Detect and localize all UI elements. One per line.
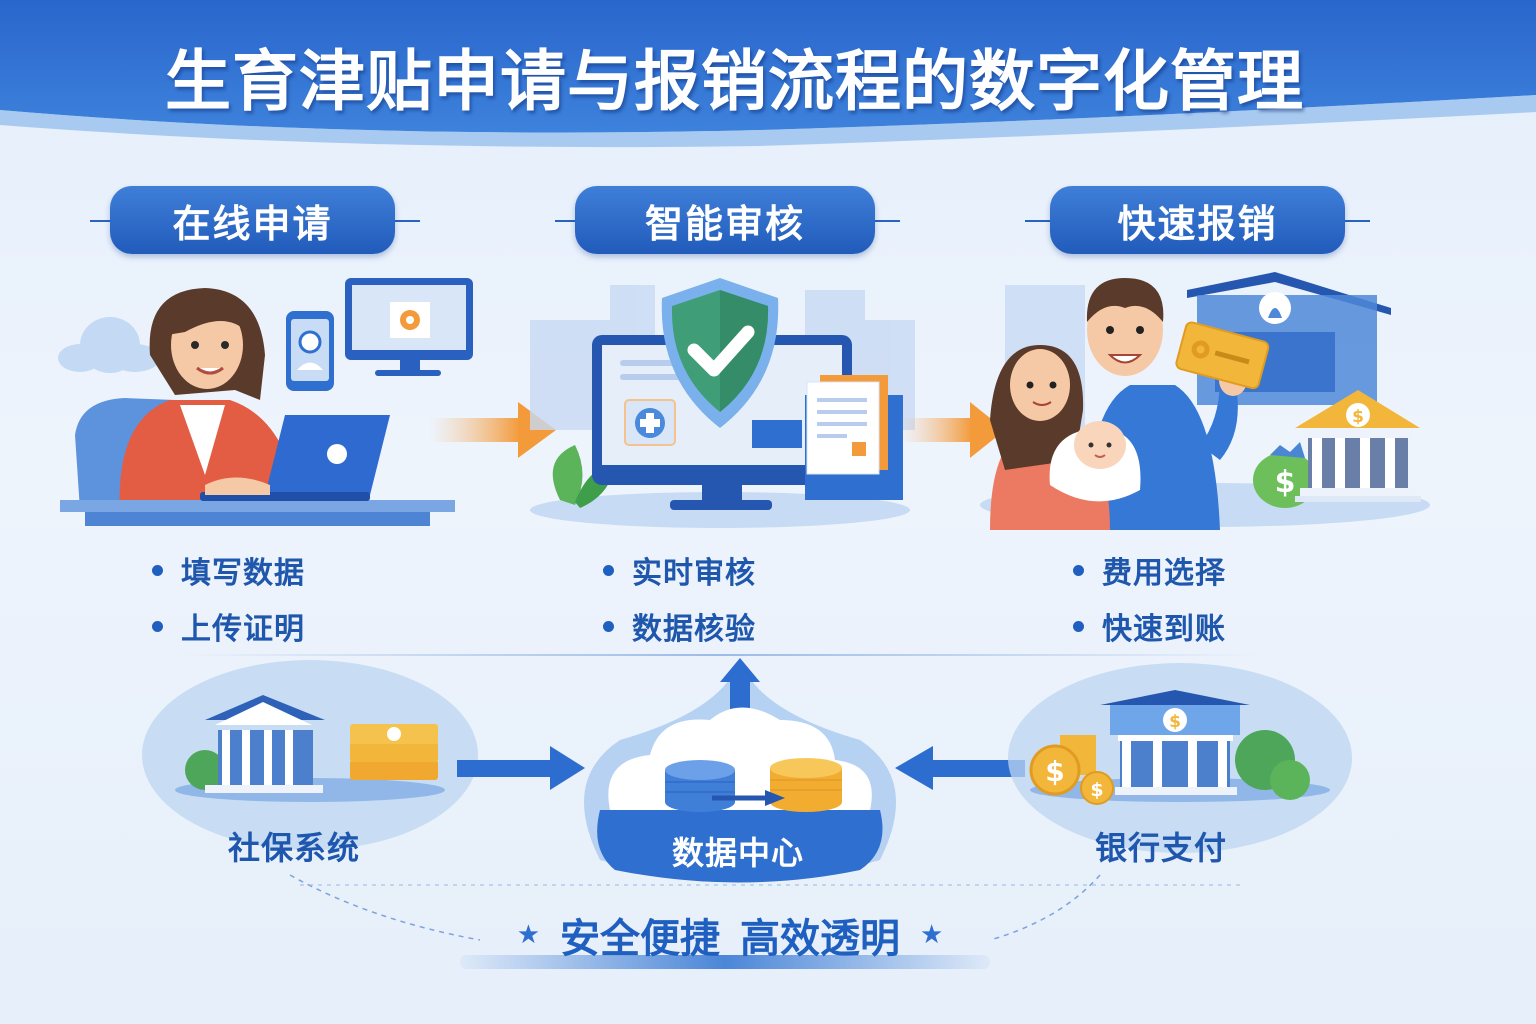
arrow-left-icon bbox=[895, 746, 1025, 790]
bullet-item: 填写数据 bbox=[152, 542, 305, 598]
svg-text:$: $ bbox=[1169, 712, 1181, 732]
svg-text:$: $ bbox=[1045, 755, 1064, 788]
svg-text:$: $ bbox=[1090, 779, 1103, 801]
bullet-item: 快速到账 bbox=[1073, 598, 1226, 654]
step-reimburse-bullets: 费用选择 快速到账 bbox=[1073, 542, 1226, 654]
bank-card-icon bbox=[1175, 321, 1270, 390]
step-label-apply: 在线申请 bbox=[110, 186, 395, 254]
phone-icon bbox=[286, 311, 334, 391]
tagline-right: 高效透明 bbox=[740, 916, 900, 962]
section-divider bbox=[175, 654, 1265, 656]
database-gold-icon bbox=[770, 758, 842, 812]
data-flow-diagram: $ $ $ bbox=[142, 658, 1352, 941]
page-title: 生育津贴申请与报销流程的数字化管理 bbox=[165, 43, 1304, 120]
bullet-item: 数据核验 bbox=[603, 598, 756, 654]
shield-check-monitor-illustration bbox=[530, 278, 915, 528]
node-label-data-center: 数据中心 bbox=[672, 834, 805, 872]
baby-icon bbox=[1049, 421, 1141, 502]
banner-background bbox=[0, 0, 1536, 148]
monitor-icon bbox=[345, 278, 473, 376]
coin-stack-icon bbox=[350, 724, 438, 780]
bullet-item: 实时审核 bbox=[603, 542, 756, 598]
cloud-icon bbox=[58, 317, 160, 373]
star-icon: ★ bbox=[920, 920, 944, 950]
arrow-right-icon bbox=[900, 402, 1005, 458]
bank-icon: $ bbox=[1295, 390, 1421, 502]
step-label-reimburse: 快速报销 bbox=[1050, 186, 1345, 254]
step-header-reimburse: 快速报销 bbox=[1025, 186, 1370, 256]
shield-check-icon bbox=[661, 278, 779, 428]
social-security-node bbox=[142, 660, 478, 850]
step-review-bullets: 实时审核 数据核验 bbox=[603, 542, 756, 654]
woman-at-laptop-illustration bbox=[58, 278, 473, 526]
database-icon bbox=[665, 760, 735, 812]
document-icon bbox=[805, 375, 903, 500]
medical-cross-icon bbox=[624, 399, 676, 446]
node-label-bank-payment: 银行支付 bbox=[1095, 829, 1228, 867]
svg-text:$: $ bbox=[1275, 465, 1296, 500]
tagline-underline bbox=[460, 955, 990, 969]
tagline-left: 安全便捷 bbox=[560, 916, 720, 962]
step-apply-bullets: 填写数据 上传证明 bbox=[152, 542, 305, 654]
coins-icon: $ $ bbox=[1029, 735, 1114, 805]
bank-payment-node: $ $ $ bbox=[1008, 663, 1352, 853]
arrow-right-icon bbox=[457, 746, 585, 790]
node-label-social-security: 社保系统 bbox=[228, 829, 361, 867]
bullet-item: 上传证明 bbox=[152, 598, 305, 654]
title-banner: 生育津贴申请与报销流程的数字化管理 bbox=[0, 0, 1536, 150]
family-with-card-illustration: $ $ bbox=[980, 272, 1430, 530]
star-icon: ★ bbox=[516, 920, 540, 950]
step-header-review: 智能审核 bbox=[555, 186, 900, 256]
tagline: ★ 安全便捷 高效透明 ★ bbox=[480, 905, 980, 965]
step-header-apply: 在线申请 bbox=[90, 186, 420, 256]
data-center-node bbox=[584, 658, 896, 883]
bullet-item: 费用选择 bbox=[1073, 542, 1226, 598]
step-label-review: 智能审核 bbox=[575, 186, 875, 254]
svg-text:$: $ bbox=[1352, 407, 1364, 427]
